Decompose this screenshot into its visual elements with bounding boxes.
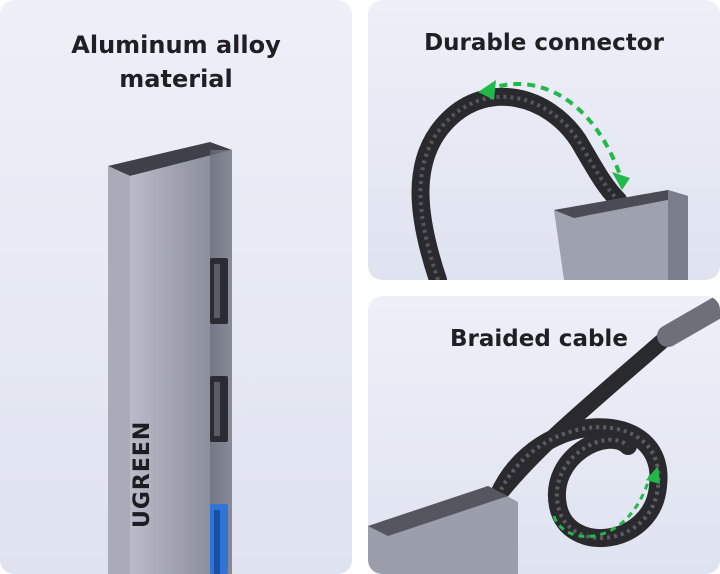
braided-cable-panel: Braided cable [368,296,720,574]
durable-connector-panel: Durable connector [368,0,720,280]
aluminum-alloy-panel: Aluminum alloy material UGREEN [0,0,352,574]
braided-cable-icon [489,418,668,547]
hub-top-edge [108,142,232,176]
hub-front-face [130,150,232,574]
durable-connector-caption: Durable connector [424,30,664,56]
curved-arrow-icon [552,475,652,538]
braided-cable-illustration [368,296,720,574]
hub-device-illustration [108,142,232,574]
aluminum-alloy-caption: Aluminum alloy material [71,31,281,93]
connector-illustration [411,80,688,280]
connector-housing [368,486,518,574]
hub-right-side [210,150,232,574]
hub-left-bevel [108,166,130,574]
brand-logo: UGREEN [130,420,155,528]
curved-arrow-icon [485,81,622,176]
braided-cable-caption: Braided cable [450,326,628,352]
